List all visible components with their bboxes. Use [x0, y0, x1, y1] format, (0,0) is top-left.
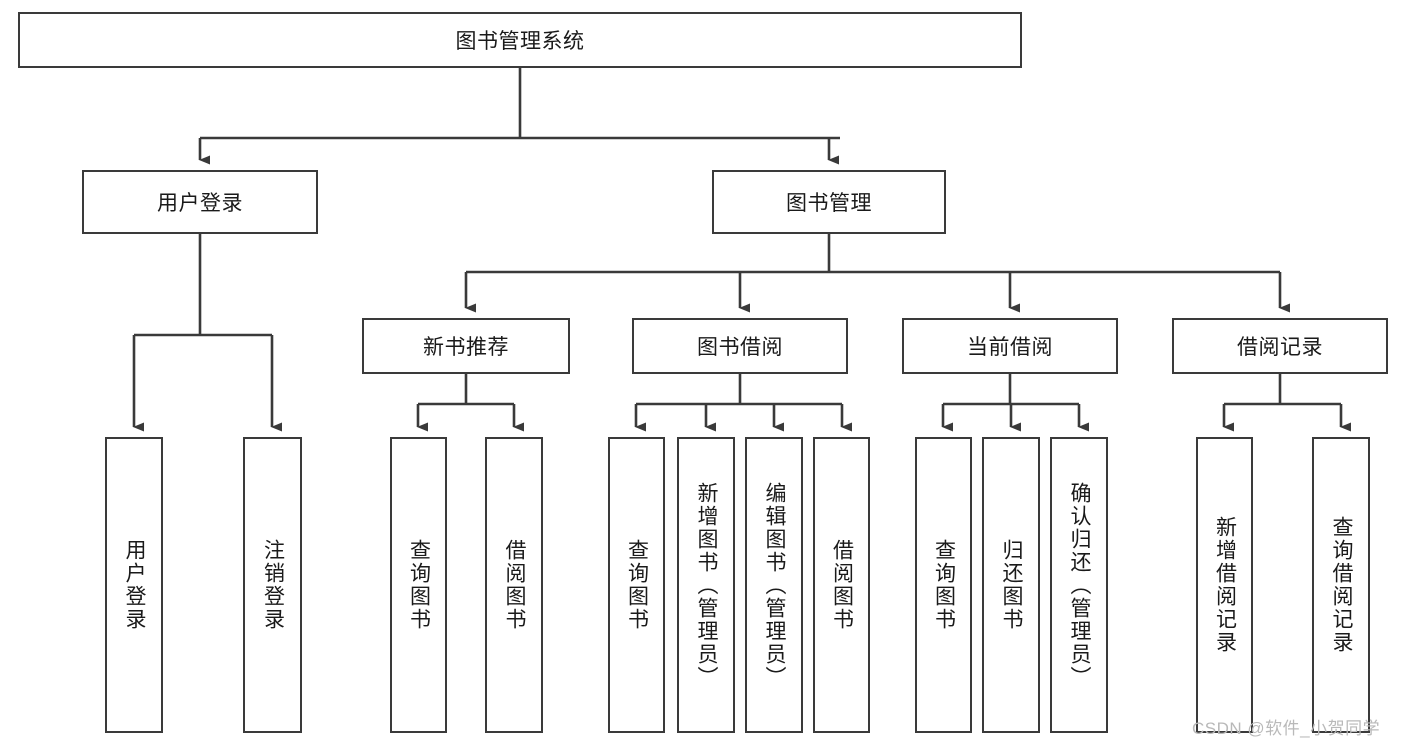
node-leaf-query-book-3-label: 查询图书 — [932, 539, 956, 631]
node-leaf-logout-label: 注销登录 — [261, 539, 285, 631]
node-user-login-label: 用户登录 — [157, 192, 243, 215]
node-leaf-query-book-2-label: 查询图书 — [625, 539, 649, 631]
node-leaf-return-book[interactable]: 归还图书 — [982, 437, 1040, 733]
node-leaf-user-login[interactable]: 用户登录 — [105, 437, 163, 733]
node-new-book-recommend[interactable]: 新书推荐 — [362, 318, 570, 374]
node-book-borrow-label: 图书借阅 — [697, 336, 783, 359]
node-book-management-label: 图书管理 — [786, 192, 872, 215]
node-leaf-query-record-label: 查询借阅记录 — [1330, 516, 1354, 654]
node-root-label: 图书管理系统 — [455, 30, 585, 53]
node-new-book-recommend-label: 新书推荐 — [423, 336, 509, 359]
node-leaf-logout[interactable]: 注销登录 — [243, 437, 302, 733]
node-leaf-confirm-return-label: 确认归还（管理员） — [1068, 481, 1092, 689]
node-borrow-record[interactable]: 借阅记录 — [1172, 318, 1388, 374]
node-leaf-add-record-label: 新增借阅记录 — [1213, 516, 1237, 654]
node-leaf-query-book-1-label: 查询图书 — [407, 539, 431, 631]
node-leaf-edit-book[interactable]: 编辑图书（管理员） — [745, 437, 803, 733]
node-root[interactable]: 图书管理系统 — [18, 12, 1022, 68]
node-leaf-add-record[interactable]: 新增借阅记录 — [1196, 437, 1253, 733]
node-borrow-record-label: 借阅记录 — [1237, 336, 1323, 359]
node-leaf-borrow-book-2-label: 借阅图书 — [830, 539, 854, 631]
node-leaf-confirm-return[interactable]: 确认归还（管理员） — [1050, 437, 1108, 733]
node-book-management[interactable]: 图书管理 — [712, 170, 946, 234]
node-leaf-query-record[interactable]: 查询借阅记录 — [1312, 437, 1370, 733]
node-current-borrow-label: 当前借阅 — [967, 336, 1053, 359]
csdn-watermark: CSDN @软件_小贺同学 — [1192, 719, 1381, 738]
node-leaf-query-book-2[interactable]: 查询图书 — [608, 437, 665, 733]
node-leaf-borrow-book-2[interactable]: 借阅图书 — [813, 437, 870, 733]
node-leaf-query-book-3[interactable]: 查询图书 — [915, 437, 972, 733]
node-leaf-query-book-1[interactable]: 查询图书 — [390, 437, 447, 733]
node-leaf-user-login-label: 用户登录 — [123, 539, 147, 631]
node-current-borrow[interactable]: 当前借阅 — [902, 318, 1118, 374]
node-leaf-borrow-book-1[interactable]: 借阅图书 — [485, 437, 543, 733]
node-book-borrow[interactable]: 图书借阅 — [632, 318, 848, 374]
node-leaf-add-book-label: 新增图书（管理员） — [695, 481, 719, 689]
node-user-login[interactable]: 用户登录 — [82, 170, 318, 234]
node-leaf-edit-book-label: 编辑图书（管理员） — [763, 481, 787, 689]
node-leaf-borrow-book-1-label: 借阅图书 — [503, 539, 527, 631]
node-leaf-add-book[interactable]: 新增图书（管理员） — [677, 437, 735, 733]
node-leaf-return-book-label: 归还图书 — [1000, 539, 1024, 631]
